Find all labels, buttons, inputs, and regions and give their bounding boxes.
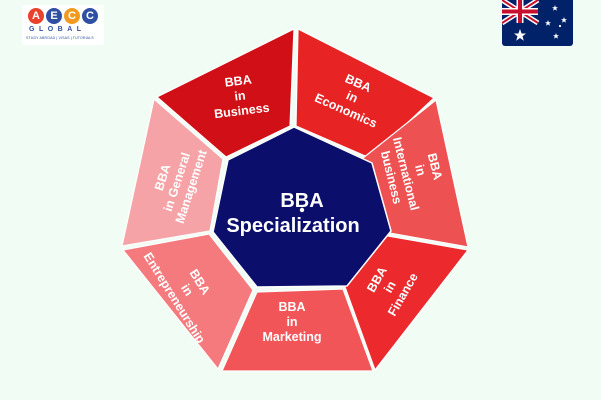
- segment-label-business: BBAinBusiness: [210, 71, 271, 121]
- logo-letter: A: [28, 8, 44, 24]
- logo-letter: E: [46, 8, 62, 24]
- center-dot: [299, 207, 305, 213]
- segment-label-line: in: [412, 163, 428, 177]
- logo-letter: C: [64, 8, 80, 24]
- segment-label-line: BBA: [278, 300, 305, 314]
- logo-letter: C: [82, 8, 98, 24]
- segment-label-line: Business: [213, 101, 270, 122]
- segment-business[interactable]: [155, 28, 295, 158]
- center-heptagon: [212, 126, 392, 288]
- aecc-global-logo[interactable]: A E C C GLOBAL STUDY ABROAD | VISAS | TU…: [22, 5, 104, 45]
- center-title-line1: BBA: [280, 190, 323, 212]
- logo-letters: A E C C: [28, 8, 98, 24]
- segment-label-line: in: [286, 315, 297, 329]
- segment-label-line: in: [344, 88, 360, 105]
- segment-entrepreneurship[interactable]: [121, 233, 254, 371]
- australia-flag-icon: [502, 0, 573, 46]
- segment-label-line: BBA: [425, 152, 445, 182]
- logo-tagline: STUDY ABROAD | VISAS | TUTORIALS: [26, 36, 94, 40]
- segment-label-line: in: [234, 88, 247, 103]
- segment-label-line: BBA: [224, 73, 253, 90]
- segment-general-management[interactable]: [121, 97, 224, 247]
- segment-marketing[interactable]: [221, 288, 374, 372]
- center-title-line2: Specialization: [226, 215, 359, 237]
- segment-finance[interactable]: [344, 233, 470, 372]
- logo-global-text: GLOBAL: [29, 26, 86, 33]
- segment-label-line: Marketing: [262, 330, 321, 344]
